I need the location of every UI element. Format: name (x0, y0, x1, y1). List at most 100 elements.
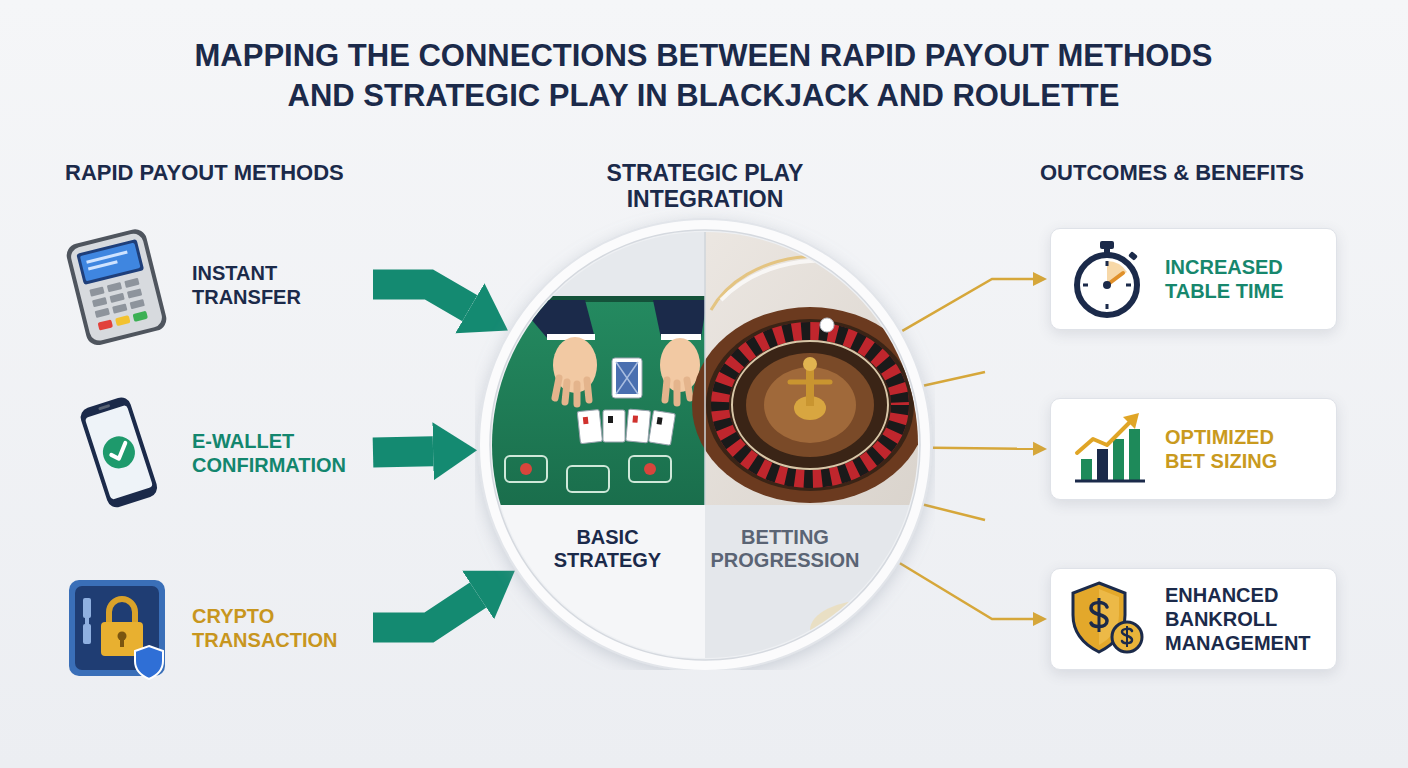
crypto-lock-icon (85, 618, 89, 624)
node-text: E-WALLET CONFIRMATION (192, 429, 367, 477)
phone-icon (109, 442, 129, 460)
pos-terminal-icon (133, 310, 149, 321)
blackjack-roulette-illustration (644, 463, 656, 475)
payout-method: E-WALLET CONFIRMATION (55, 390, 367, 515)
growth-chart-icon (1123, 413, 1139, 429)
blackjack-roulette-illustration (649, 410, 676, 445)
blackjack-roulette-illustration (653, 300, 707, 338)
blackjack-roulette-illustration (629, 456, 671, 482)
blackjack-roulette-illustration (475, 160, 935, 670)
blackjack-roulette-illustration (475, 220, 935, 670)
strategy-half: BETTING PROGRESSION (700, 518, 870, 580)
bankroll-shield-icon (1126, 626, 1128, 647)
bankroll-shield-icon (1065, 577, 1149, 661)
pos-terminal-icon (92, 297, 107, 307)
blackjack-roulette-illustration (720, 331, 900, 479)
blackjack-roulette-illustration (657, 417, 663, 425)
phone-icon (55, 393, 180, 513)
node-text: BETTING PROGRESSION (700, 526, 870, 572)
blackjack-roulette-illustration (732, 341, 888, 469)
blackjack-roulette-illustration (626, 409, 651, 443)
column-heading: RAPID PAYOUT METHODS (65, 160, 344, 186)
phone-icon (78, 394, 160, 509)
blackjack-roulette-illustration (520, 463, 532, 475)
pos-terminal-icon (80, 242, 141, 281)
blackjack-roulette-illustration (475, 220, 705, 300)
blackjack-roulette-illustration (577, 409, 602, 443)
stopwatch-icon (1100, 241, 1114, 249)
node-text: OPTIMIZED BET SIZING (1165, 425, 1315, 473)
flow-arrow (373, 595, 478, 627)
node-text: CRYPTO TRANSACTION (192, 604, 367, 652)
blackjack-roulette-illustration (711, 256, 895, 310)
blackjack-roulette-illustration (820, 318, 834, 332)
growth-chart-icon (1081, 459, 1092, 481)
blackjack-roulette-illustration (704, 220, 706, 505)
pos-terminal-icon (88, 260, 118, 270)
phone-icon (78, 394, 160, 509)
pos-terminal-icon (86, 250, 127, 263)
outcome-arrow (933, 448, 1033, 449)
blackjack-roulette-illustration (803, 357, 817, 371)
pos-terminal-icon (76, 238, 144, 284)
pos-terminal-icon (127, 288, 142, 298)
strategy-circle: BASIC STRATEGYBETTING PROGRESSION STRATEG… (475, 160, 935, 670)
pos-terminal-icon (107, 282, 122, 292)
blackjack-roulette-illustration (608, 416, 613, 423)
outcome-box: ENHANCED BANKROLL MANAGEMENT (1050, 568, 1337, 670)
growth-chart-icon (1129, 429, 1140, 481)
blackjack-roulette-illustration (810, 600, 930, 660)
crypto-lock-icon (120, 638, 124, 647)
pos-terminal-icon (130, 299, 145, 309)
growth-chart-icon (1065, 407, 1149, 491)
blackjack-roulette-illustration (692, 307, 928, 503)
blackjack-roulette-illustration (616, 362, 638, 394)
growth-chart-icon (1097, 449, 1108, 481)
node-text: BASIC STRATEGY (520, 526, 695, 572)
node-text: INSTANT TRANSFER (192, 261, 367, 309)
blackjack-roulette-illustration (665, 380, 690, 403)
crypto-lock-icon (83, 598, 91, 618)
crypto-lock-icon (109, 599, 135, 624)
blackjack-roulette-illustration (555, 378, 589, 404)
blackjack-roulette-illustration (706, 319, 914, 491)
blackjack-roulette-illustration (626, 409, 651, 443)
strategy-half: BASIC STRATEGY (520, 518, 695, 580)
title-box: MAPPING THE CONNECTIONS BETWEEN RAPID PA… (166, 36, 1241, 117)
growth-chart-icon (1075, 480, 1145, 483)
blackjack-roulette-illustration (583, 417, 589, 424)
pos-terminal-icon (115, 315, 131, 326)
outcome-box: OPTIMIZED BET SIZING (1050, 398, 1337, 500)
pos-terminal-icon (98, 319, 114, 330)
bankroll-shield-icon (1098, 598, 1101, 632)
stopwatch-icon (1128, 251, 1138, 261)
pos-terminal-icon (112, 303, 127, 313)
payout-method: INSTANT TRANSFER (55, 222, 367, 347)
blackjack-roulette-illustration (603, 410, 625, 442)
pos-terminal-icon (109, 292, 124, 302)
blackjack-roulette-illustration (764, 367, 856, 443)
blackjack-roulette-illustration (490, 230, 920, 660)
stopwatch-icon (1107, 261, 1127, 285)
flow-arrow (373, 285, 470, 309)
pos-terminal-icon (69, 231, 164, 342)
pos-terminal-icon (64, 226, 169, 344)
pos-terminal-icon (55, 225, 180, 345)
blackjack-roulette-illustration (577, 409, 602, 443)
blackjack-roulette-illustration (720, 331, 900, 479)
blackjack-roulette-illustration (746, 353, 874, 457)
blackjack-roulette-illustration (790, 380, 830, 385)
blackjack-roulette-illustration (515, 300, 595, 338)
outcome-box: INCREASED TABLE TIME (1050, 228, 1337, 330)
phone-icon (99, 432, 139, 472)
stopwatch-icon (1103, 281, 1111, 289)
stopwatch-icon (1077, 255, 1137, 315)
growth-chart-icon (1113, 439, 1124, 481)
column-heading: OUTCOMES & BENEFITS (1040, 160, 1304, 186)
blackjack-roulette-illustration (505, 456, 547, 482)
crypto-lock-icon (83, 624, 91, 644)
column-heading-box: RAPID PAYOUT METHODS (65, 160, 344, 186)
blackjack-roulette-illustration (632, 415, 638, 422)
section-heading: STRATEGIC PLAY INTEGRATION (565, 160, 845, 213)
